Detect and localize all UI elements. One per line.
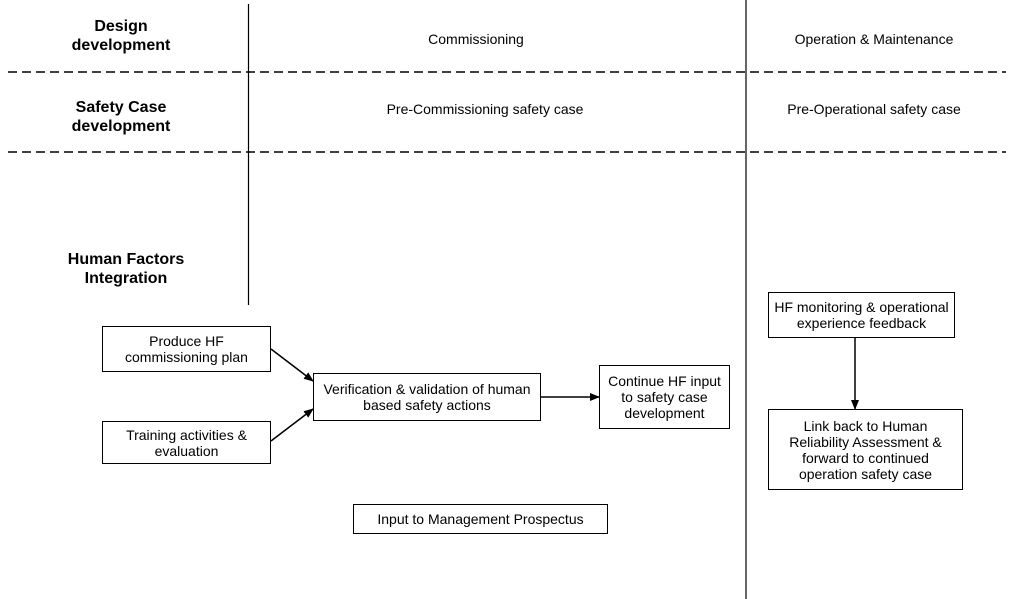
hf-monitoring-box: HF monitoring & operational experience f… — [768, 292, 955, 338]
row-label-safety-case: Safety Case development — [71, 99, 171, 135]
verification-validation-box: Verification & validation of human based… — [313, 373, 541, 421]
pre-operational-safety-case: Pre-Operational safety case — [787, 101, 961, 117]
arrow-plan-to-verification — [270, 348, 314, 382]
row-label-design: Design development — [71, 18, 171, 54]
management-prospectus-box: Input to Management Prospectus — [353, 504, 608, 534]
arrow-training-to-verification — [270, 408, 314, 442]
pre-commissioning-safety-case: Pre-Commissioning safety case — [386, 101, 584, 117]
training-activities-box: Training activities & evaluation — [102, 421, 271, 464]
continue-hf-input-box: Continue HF input to safety case develop… — [599, 365, 730, 429]
produce-hf-plan-box: Produce HF commissioning plan — [102, 326, 271, 372]
column-commissioning: Commissioning — [428, 31, 524, 47]
column-operation-maintenance: Operation & Maintenance — [794, 31, 954, 47]
link-back-box: Link back to Human Reliability Assessmen… — [768, 409, 963, 490]
row-label-human-factors: Human Factors Integration — [67, 251, 185, 287]
